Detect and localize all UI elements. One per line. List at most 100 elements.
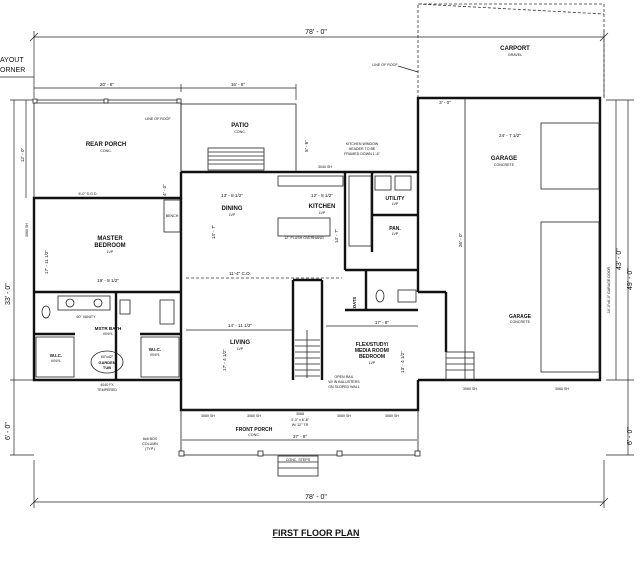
living-sub: LVP [237,347,244,351]
open-rail-note-1: OPEN RAIL [334,375,353,379]
wic-right-name: W.I.C. [149,347,162,352]
patio-width-dim: 16' - 8" [231,82,246,87]
front-porch: FRONT PORCH CONC. 37' - 8" CONC. STEPS 8… [142,409,421,477]
tub-size-note: 60"x42" [101,355,114,359]
overall-width-label-bottom: 78' - 0" [305,494,327,501]
front-window-left: 3060 SH [201,414,215,418]
bedroom-window-sh: 3060 SH [25,223,29,237]
rear-dimension-row: 20' - 8" 16' - 8" [34,82,297,100]
open-rail-note-3: ON SLOPED WALL [328,385,360,389]
living-area: 11'-4" C.O. 14' - 11 1/2" 17' - 4 1/2" L… [186,271,342,378]
mstr-bath-name: MSTR BATH [95,326,122,331]
flex-sub: LVP [369,361,376,365]
kitchen-sub: LVP [319,211,326,215]
master-bedroom-sub: LVP [107,250,114,254]
front-window-dbl: 3060 SH [385,414,399,418]
bedroom-width-dim: 19' - 8 1/2" [97,278,119,283]
overall-depth-left: 33' - 0" [5,283,12,305]
carport: CARPORT GRAVEL LINE OF ROOF [372,3,605,98]
corner-label-line2: ORNER [0,67,25,74]
front-porch-name: FRONT PORCH [236,427,273,433]
sliding-glass-door: 6'-0" S.G.D. [79,192,98,196]
patio-depth-dim: 8' - 6" [304,140,309,152]
dining-kitchen: DINING LVP 13' - 8 1/2" 14' - 7" 12" FLU… [211,142,381,247]
tempered-note-1: 4040 FX [100,383,114,387]
left-dimensions: 33' - 0" 6' - 0" 12' - 0" [5,99,34,456]
master-bedroom-name-2: BEDROOM [94,243,125,249]
flex-name-3: BEDROOM [359,354,385,360]
front-window-right: 3060 SH [337,414,351,418]
living-name: LIVING [230,340,250,346]
carport-sub: GRAVEL [508,53,522,57]
overall-width-dimension-bottom: 78' - 0" [29,460,609,508]
utility-name: UTILITY [386,196,406,202]
garage: GARAGE CONCRETE 24' - 7 1/2" 26' - 0" GA… [439,100,611,391]
garage-window-left: 3060 SH [463,387,477,391]
dining-name: DINING [222,206,243,212]
kitchen-name: KITCHEN [309,204,336,210]
flex-room: 17' - 8" FLEX/STUDY/ MEDIA ROOM/ BEDROOM… [326,320,418,389]
mstr-bath-sub: VINYL [103,332,113,336]
rear-porch-depth-dim: 12' - 0" [20,148,25,163]
kitchen-window-note-1: KITCHEN WINDOW [346,142,379,146]
rear-porch-width-dim: 20' - 8" [100,82,115,87]
living-depth-dim: 17' - 4 1/2" [222,349,227,371]
garden-tub-name-2: TUB [103,365,111,370]
rear-window-sh: 3040 SH [318,165,332,169]
bench-note: BENCH [166,214,179,218]
flex-name-1: FLEX/STUDY/ [356,342,389,348]
patio-name: PATIO [231,123,249,129]
right-dimensions: 49' - 0" 43' - 0" 6' - 0" [606,99,634,456]
kitchen-window-note-2: HEADER TO BE [349,147,376,151]
master-bath: 60" VANITY MSTR BATH VINYL W.I.C. VINYL … [35,295,180,392]
tempered-note-2: TEMPERED [97,388,117,392]
garage-front-name: GARAGE [509,314,532,320]
wic-left-name: W.I.C. [50,353,63,358]
front-porch-width-dim: 37' - 8" [293,434,308,439]
garage-depth-right: 43' - 0" [616,248,623,270]
flex-depth-dim: 13' - 4 1/2" [400,351,405,373]
garden-tub-name-1: GARDEN [98,360,115,365]
porch-column-note-1: 8x8 BOX [143,437,158,441]
entry-note-1: 3'-0" x 6'-8" [291,418,310,422]
flush-overhang-note: 12" FLUSH OVERHANG [284,236,324,240]
bedroom-left-dim: 17' - 11 1/2" [44,250,49,274]
living-width-dim: 14' - 11 1/2" [228,323,252,328]
flex-width-dim: 17' - 8" [375,320,390,325]
wic-right-sub: VINYL [150,353,160,357]
corner-label-line1: AYOUT [0,57,24,64]
porch-column-note-3: (TYP.) [145,447,155,451]
kitchen-width-dim: 12' - 8 1/2" [311,193,333,198]
porch-column-note-2: COLUMN [142,442,158,446]
plan-title: FIRST FLOOR PLAN [273,528,360,538]
utility-sub: LVP [392,202,399,206]
dining-depth-dim: 14' - 7" [211,225,216,240]
rear-porch-area: REAR PORCH CONC. LINE OF ROOF 4' - 0" [32,98,182,199]
open-rail-note-2: W/ IN BALUSTERS [328,380,360,384]
master-bedroom: BENCH MASTER BEDROOM LVP 19' - 8 1/2" 17… [25,192,181,283]
garage-front-sub: CONCRETE [510,320,531,324]
dining-width-dim: 13' - 8 1/2" [221,193,243,198]
front-porch-sub: CONC. [248,433,260,437]
rear-porch-sub: CONC. [100,149,112,153]
dining-sub: LVP [229,213,236,217]
front-depth-right: 6' - 0" [627,427,634,445]
garage-name: GARAGE [491,156,517,162]
pantry-name: PAN. [389,226,401,232]
line-of-roof-rear: LINE OF ROOF [145,117,171,121]
center-opening-dim: 11'-4" C.O. [229,271,251,276]
garage-door-label: 16'-0"x8'-0" GARAGE DOOR [607,266,611,313]
wic-left-sub: VINYL [51,359,61,363]
overall-width-label-top: 78' - 0" [305,29,327,36]
pantry-sub: LVP [392,232,399,236]
steps-note: CONC. STEPS [286,458,311,462]
carport-gap-dim: 3' - 0" [439,100,451,105]
garage-depth-dim: 26' - 0" [458,233,463,248]
kitchen-depth-dim: 14' - 7" [334,229,339,244]
master-bedroom-name-1: MASTER [97,236,123,242]
front-depth-left: 6' - 0" [5,422,12,440]
front-door-note: 3068 [296,412,304,416]
utility-pantry: UTILITY LVP PAN. LVP COATS [352,175,417,311]
garage-window-right: 3060 SH [555,387,569,391]
